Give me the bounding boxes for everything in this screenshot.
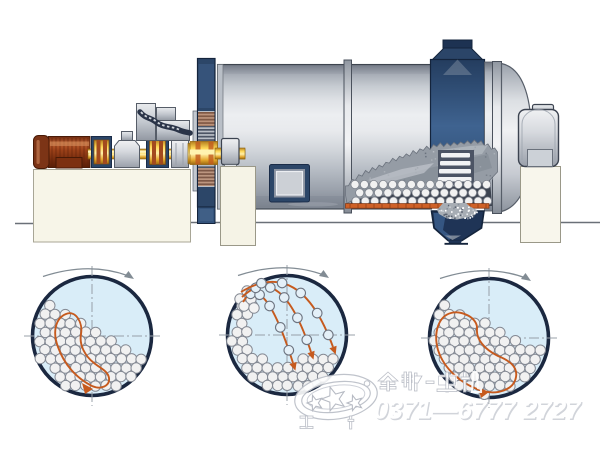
svg-text:0371—6777 2727: 0371—6777 2727 <box>372 395 584 425</box>
svg-text:0371—6777 2727: 0371—6777 2727 <box>373 396 585 426</box>
